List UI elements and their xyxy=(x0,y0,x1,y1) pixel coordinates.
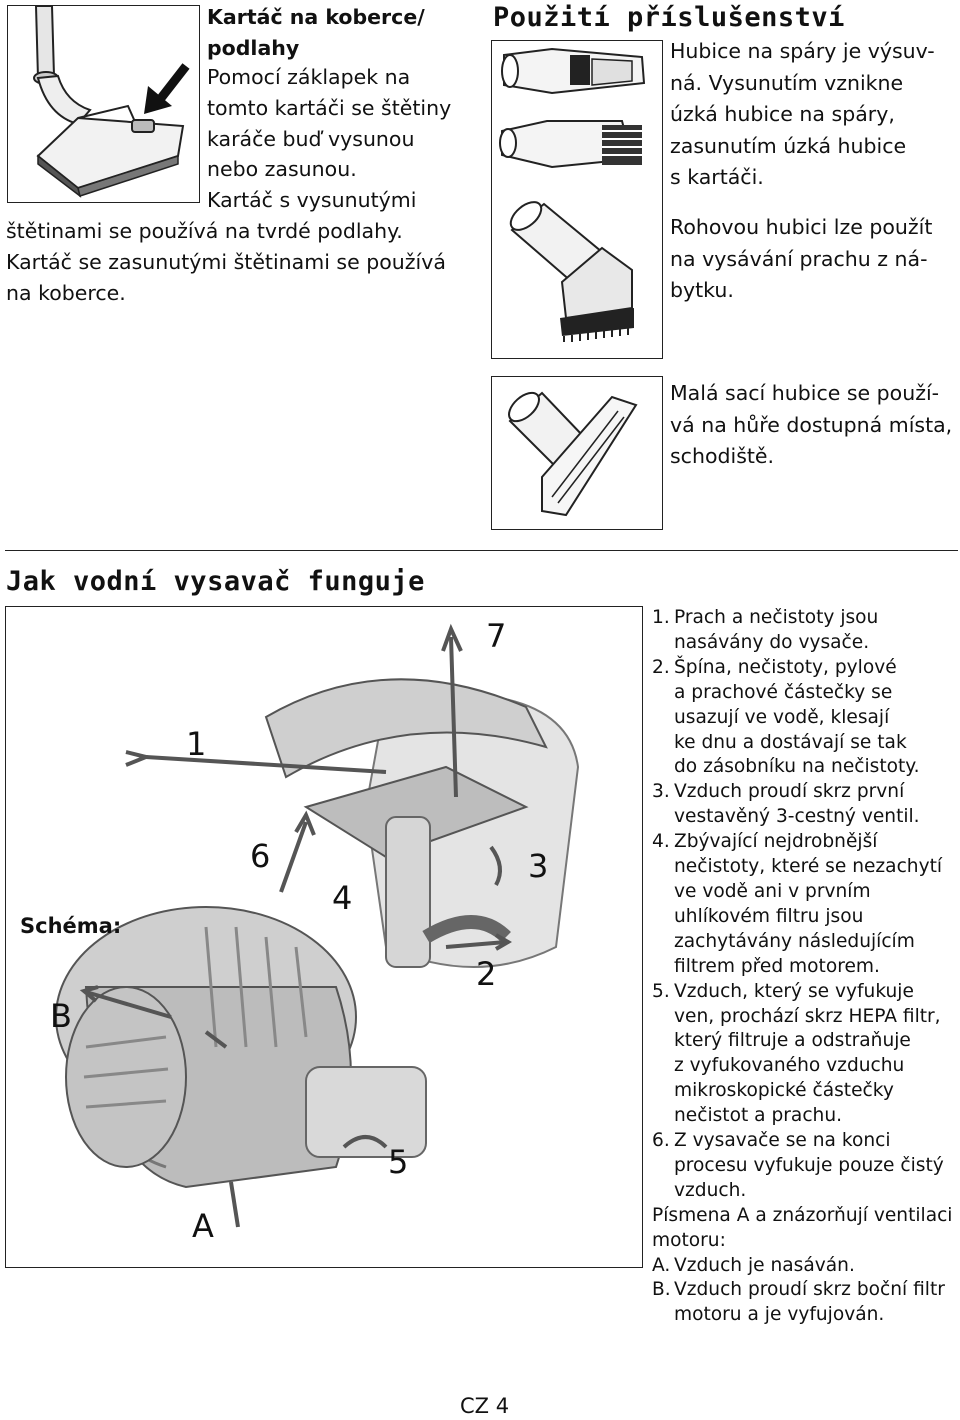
brush-line: Kartáč s vysunutými xyxy=(207,188,417,213)
how-title: Jak vodní vysavač funguje xyxy=(6,566,425,597)
step-line: Zbývající nejdrobnější xyxy=(674,831,878,853)
small-line: schodiště. xyxy=(670,444,775,468)
page-number: CZ 4 xyxy=(460,1394,510,1418)
step-line: Prach a nečistoty jsou xyxy=(674,607,879,628)
step-line: procesu vyfukuje pouze čistý xyxy=(674,1154,944,1176)
how-steps: 1. Prach a nečistoty jsou nasávány do vy… xyxy=(652,606,952,1328)
list-item: 1. Prach a nečistoty jsou nasávány do vy… xyxy=(652,606,952,656)
list-item: A. Vzduch je nasáván. xyxy=(652,1254,952,1279)
step-line: Z vysavače se na konci xyxy=(674,1130,891,1152)
step-line: usazují ve vodě, klesají xyxy=(674,706,890,728)
step-line: Špína, nečistoty, pylové xyxy=(674,656,897,678)
floor-brush-illustration xyxy=(7,5,200,203)
crevice-nozzle-illustration xyxy=(491,40,663,193)
brush-text-wide: štětinami se používá na tvrdé podlahy. K… xyxy=(6,216,446,308)
step-line: Vzduch, který se vyfukuje xyxy=(674,980,914,1002)
section-divider xyxy=(5,550,958,551)
corner-nozzle-illustration xyxy=(491,190,663,359)
step-number: 3. xyxy=(652,781,670,803)
step-line: filtrem před motorem. xyxy=(674,955,880,977)
list-item: 2. Špína, nečistoty, pylové a prachové č… xyxy=(652,656,952,781)
corner-line: bytku. xyxy=(670,278,734,302)
list-item: 6. Z vysavače se na konci procesu vyfuku… xyxy=(652,1129,952,1204)
crevice-line: ná. Vysunutím vznikne xyxy=(670,70,904,95)
step-number: 4. xyxy=(652,831,670,853)
fan-letter: A. xyxy=(652,1254,671,1276)
small-text: Malá sací hubice se použí- vá na hůře do… xyxy=(670,378,952,473)
step-line: do zásobníku na nečistoty. xyxy=(674,756,920,778)
corner-line: na vysávání prachu z ná- xyxy=(670,246,928,271)
note-line: motoru: xyxy=(652,1229,726,1251)
brush-line: na koberce. xyxy=(6,280,126,305)
brush-line: karáče buď vysunou xyxy=(207,126,415,151)
step-line: nečistot a prachu. xyxy=(674,1105,843,1127)
schema-label: Schéma: xyxy=(20,914,122,938)
small-line: Malá sací hubice se použí- xyxy=(670,381,940,405)
small-line: vá na hůře dostupná místa, xyxy=(670,412,953,437)
corner-line: Rohovou hubici lze použít xyxy=(670,215,933,239)
diagram-label-5: 5 xyxy=(388,1143,408,1181)
step-line: Vzduch proudí skrz první xyxy=(674,781,905,803)
brush-line: nebo zasunou. xyxy=(207,157,357,182)
ventilation-note: Písmena A a znázorňují ventilaci motoru: xyxy=(652,1204,952,1254)
step-line: z vyfukovaného vzduchu xyxy=(674,1055,905,1077)
corner-text: Rohovou hubici lze použít na vysávání pr… xyxy=(670,212,932,307)
crevice-line: s kartáči. xyxy=(670,165,764,189)
brush-heading: Kartáč na koberce/ podlahy xyxy=(207,2,425,64)
fan-letter: B. xyxy=(652,1279,671,1301)
step-line: který filtruje a odstraňuje xyxy=(674,1030,911,1052)
step-line: nečistoty, které se nezachytí xyxy=(674,856,943,878)
step-line: vestavěný 3-cestný ventil. xyxy=(674,806,920,828)
step-number: 2. xyxy=(652,656,670,678)
brush-line: Kartáč se zasunutými štětinami se použív… xyxy=(6,249,446,274)
diagram-label-1: 1 xyxy=(186,725,206,763)
brush-heading-line: Kartáč na koberce/ xyxy=(207,5,425,29)
fan-line: Vzduch proudí skrz boční filtr xyxy=(674,1279,945,1301)
diagram-label-b: B xyxy=(50,997,72,1035)
crevice-line: Hubice na spáry je výsuv- xyxy=(670,39,935,63)
step-line: nasávány do vysače. xyxy=(674,631,870,653)
step-number: 5. xyxy=(652,980,670,1002)
brush-line: štětinami se používá na tvrdé podlahy. xyxy=(6,219,403,243)
brush-line: tomto kartáči se štětiny xyxy=(207,95,452,120)
diagram-label-2: 2 xyxy=(476,955,496,993)
step-line: ve vodě ani v prvním xyxy=(674,880,871,902)
step-line: zachytávány následujícím xyxy=(674,930,915,952)
crevice-line: úzká hubice na spáry, xyxy=(670,102,895,126)
step-number: 6. xyxy=(652,1130,670,1152)
brush-line: Pomocí záklapek na xyxy=(207,65,411,89)
brush-heading-line: podlahy xyxy=(207,36,300,60)
schema-diagram: 1 2 3 4 5 6 7 A B xyxy=(5,606,643,1268)
crevice-text: Hubice na spáry je výsuv- ná. Vysunutím … xyxy=(670,36,935,194)
crevice-line: zasunutím úzká hubice xyxy=(670,133,907,158)
diagram-label-a: A xyxy=(192,1207,214,1245)
step-number: 1. xyxy=(652,607,670,628)
step-line: ke dnu a dostávají se tak xyxy=(674,731,907,753)
fan-line: Vzduch je nasáván. xyxy=(674,1254,855,1276)
diagram-label-4: 4 xyxy=(332,879,352,917)
list-item: B. Vzduch proudí skrz boční filtr motoru… xyxy=(652,1278,952,1328)
accessories-title: Použití příslušenství xyxy=(493,2,845,33)
step-line: vzduch. xyxy=(674,1179,747,1201)
step-line: a prachové částečky se xyxy=(674,681,893,703)
brush-text: Pomocí záklapek na tomto kartáči se štět… xyxy=(207,62,451,216)
step-line: mikroskopické částečky xyxy=(674,1080,894,1102)
small-nozzle-illustration xyxy=(491,376,663,530)
step-line: ven, prochází skrz HEPA filtr, xyxy=(674,1005,941,1027)
note-line: Písmena A a znázorňují ventilaci xyxy=(652,1204,953,1226)
diagram-label-3: 3 xyxy=(528,847,548,885)
fan-line: motoru a je vyfujován. xyxy=(674,1304,885,1326)
diagram-label-6: 6 xyxy=(250,837,270,875)
list-item: 4. Zbývající nejdrobnější nečistoty, kte… xyxy=(652,830,952,979)
diagram-label-7: 7 xyxy=(486,617,506,655)
step-line: uhlíkovém filtru jsou xyxy=(674,905,864,927)
list-item: 5. Vzduch, který se vyfukuje ven, prochá… xyxy=(652,980,952,1129)
list-item: 3. Vzduch proudí skrz první vestavěný 3-… xyxy=(652,780,952,830)
